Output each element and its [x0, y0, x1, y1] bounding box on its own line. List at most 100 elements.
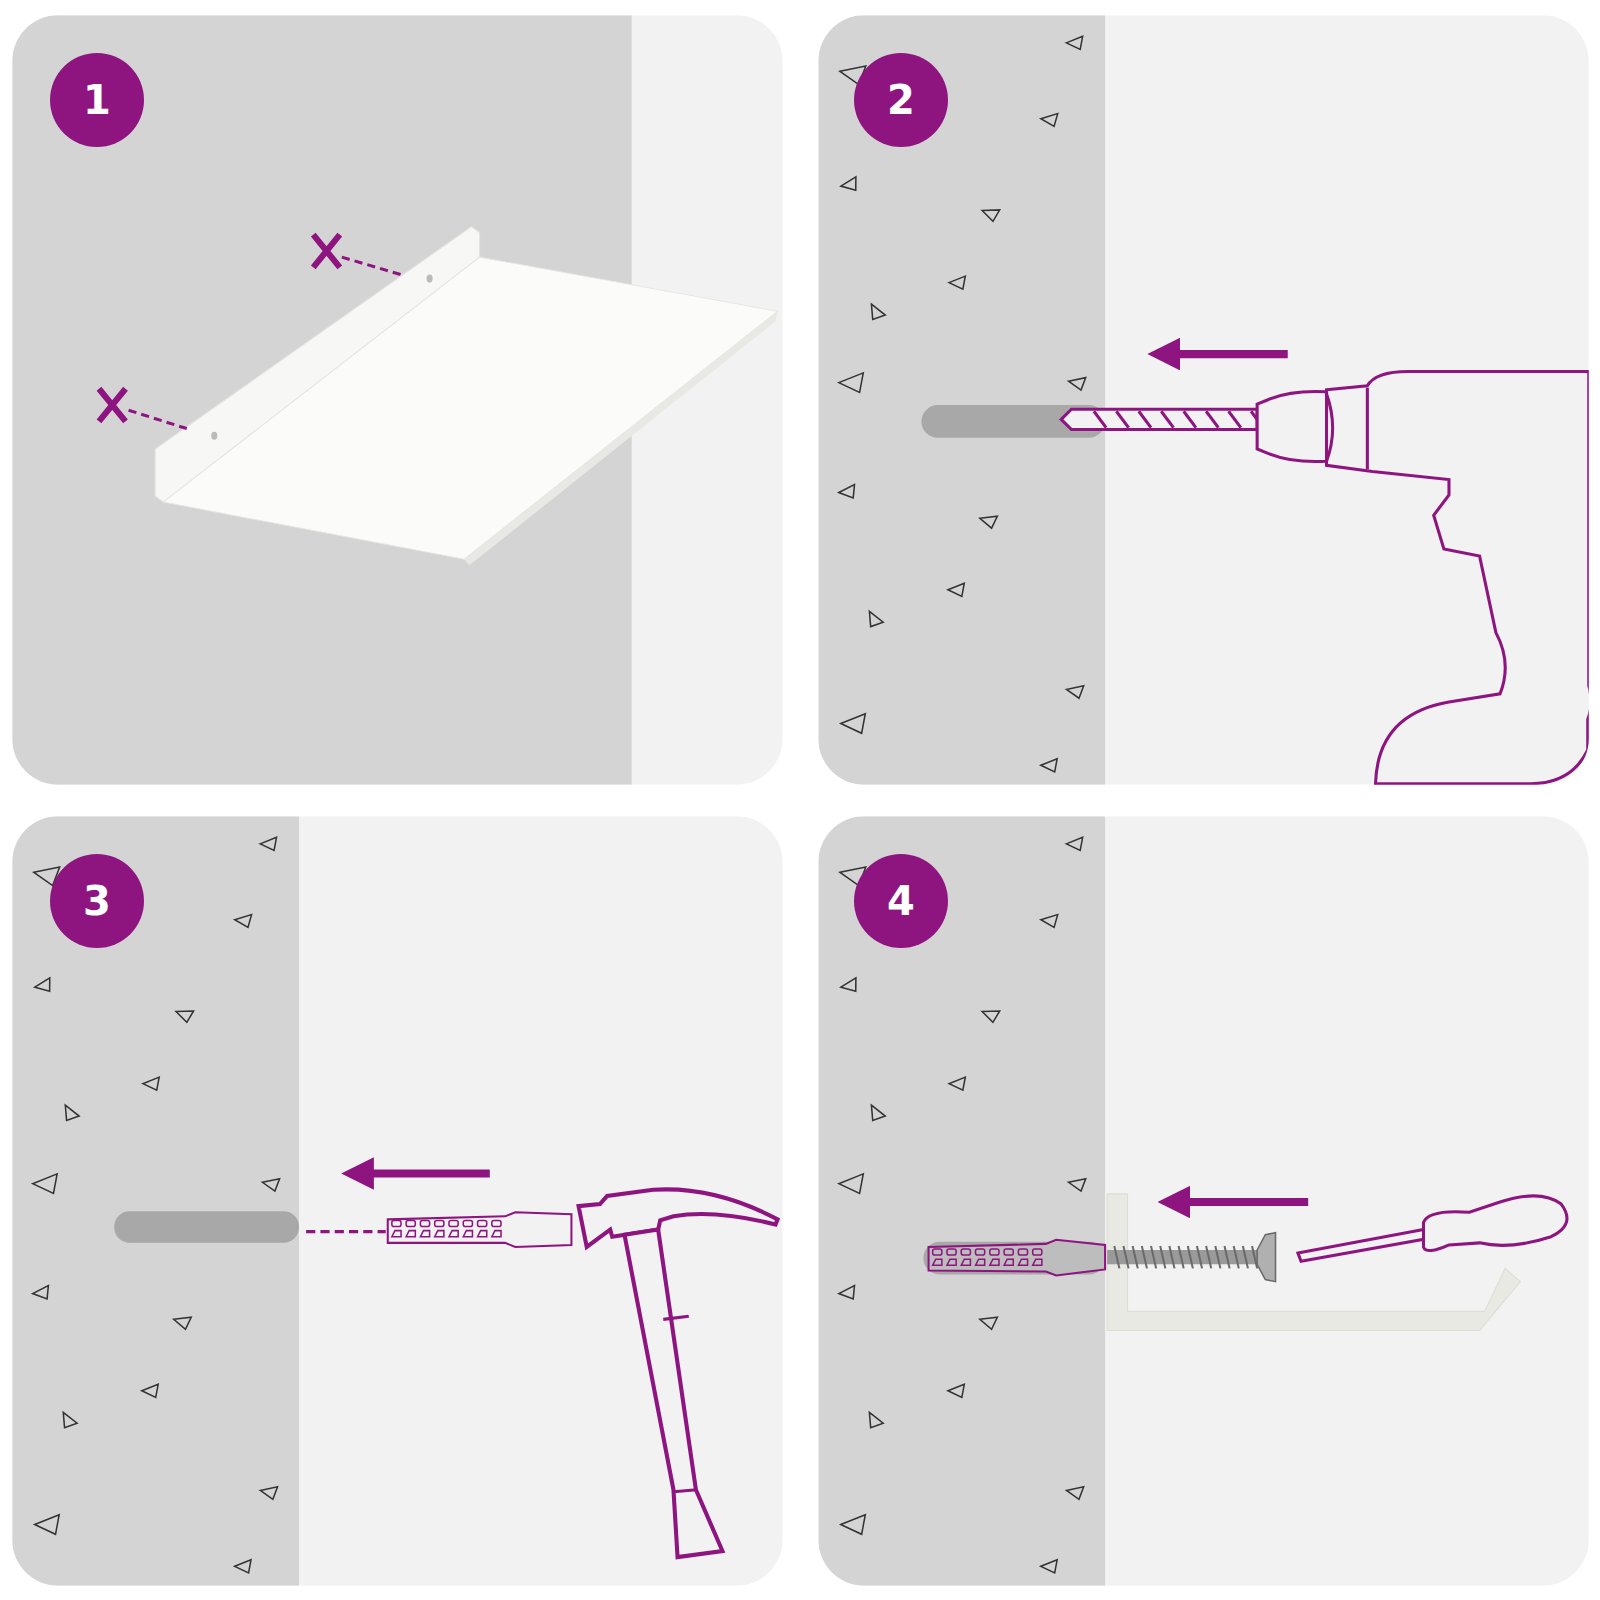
drill-bit-flute — [1184, 411, 1196, 427]
anchor-rib — [449, 1220, 458, 1226]
wall-texture — [841, 714, 865, 734]
screw-thread — [1224, 1246, 1229, 1268]
wall-texture — [840, 978, 858, 994]
wall-texture — [949, 276, 965, 289]
screw-thread — [1179, 1246, 1184, 1268]
wall-texture — [978, 1313, 997, 1330]
screw-thread — [1142, 1246, 1147, 1268]
screw-thread — [1114, 1246, 1119, 1268]
anchor-rib — [976, 1249, 985, 1255]
wall-texture — [978, 512, 997, 529]
panel-mark — [12, 15, 782, 784]
anchor-rib — [420, 1220, 429, 1226]
screw-thread — [1206, 1246, 1211, 1268]
drill-bit-flute — [1206, 411, 1218, 427]
anchor-rib — [933, 1259, 942, 1265]
anchor-rib — [947, 1259, 956, 1265]
anchor-rib — [478, 1231, 487, 1237]
panel-screw — [818, 816, 1588, 1585]
step-number: 3 — [50, 854, 144, 948]
wall-texture — [864, 1409, 883, 1430]
anchor-rib — [392, 1220, 401, 1226]
wall-texture — [60, 1102, 79, 1123]
step-number-text: 3 — [83, 881, 111, 921]
wall-texture — [980, 1005, 1000, 1023]
wall-texture — [261, 1176, 279, 1192]
wall-texture — [1067, 375, 1085, 391]
drill-bit-flute — [1229, 411, 1241, 427]
screw-thread — [1234, 1246, 1239, 1268]
wall-texture — [866, 301, 885, 322]
anchor-rib — [990, 1249, 999, 1255]
screw-thread — [1133, 1246, 1138, 1268]
wall-texture — [1065, 1484, 1083, 1500]
step-number-text: 4 — [887, 881, 915, 921]
step-number-text: 2 — [887, 80, 915, 120]
anchor-rib — [406, 1220, 415, 1226]
wall-texture — [35, 1515, 59, 1535]
screw-thread — [1160, 1246, 1165, 1268]
step-number: 4 — [854, 854, 948, 948]
wall-texture — [142, 1384, 158, 1397]
screw-thread — [1123, 1246, 1128, 1268]
anchor-rib — [933, 1249, 942, 1255]
anchor-rib — [1018, 1259, 1027, 1265]
wall-texture — [174, 1005, 194, 1023]
wall-texture — [1040, 112, 1057, 126]
wall-texture — [1041, 1560, 1057, 1573]
wall-texture — [841, 1515, 865, 1535]
wall-texture — [235, 1560, 251, 1573]
wall-texture — [838, 1286, 855, 1300]
wall-texture — [840, 177, 858, 193]
screw-thread — [1243, 1246, 1248, 1268]
anchor-rib — [492, 1220, 501, 1226]
anchor-rib — [435, 1220, 444, 1226]
anchor-rib — [463, 1231, 472, 1237]
anchor-rib — [478, 1220, 487, 1226]
screw-thread — [1169, 1246, 1174, 1268]
screw-thread — [1215, 1246, 1220, 1268]
anchor-rib — [420, 1231, 429, 1237]
wall-texture — [1065, 683, 1083, 699]
wall-texture — [864, 608, 883, 629]
wall-texture — [1066, 837, 1082, 850]
anchor-rib — [406, 1231, 415, 1237]
screw-thread — [1151, 1246, 1156, 1268]
drill-bit-flute — [1116, 411, 1128, 427]
anchor-rib — [392, 1231, 401, 1237]
wall-texture — [260, 837, 276, 850]
anchor-rib — [1033, 1259, 1042, 1265]
anchor-rib — [463, 1220, 472, 1226]
anchor-rib — [1004, 1259, 1013, 1265]
wall-texture — [259, 1484, 277, 1500]
wall-texture — [172, 1313, 191, 1330]
step-number: 1 — [50, 53, 144, 147]
step-number-text: 1 — [83, 80, 111, 120]
wall-texture — [1040, 913, 1057, 927]
drill-bit-flute — [1161, 411, 1173, 427]
drill-bit-flute — [1094, 411, 1106, 427]
screw-thread — [1188, 1246, 1193, 1268]
wall-texture — [949, 1077, 965, 1090]
anchor-rib — [1033, 1249, 1042, 1255]
anchor-rib — [961, 1259, 970, 1265]
panel-hammer — [12, 816, 782, 1585]
drill-bit-flute — [1139, 411, 1151, 427]
wall-texture — [1041, 759, 1057, 772]
wall-texture — [1066, 36, 1082, 49]
anchor-rib — [435, 1231, 444, 1237]
screw-thread — [1197, 1246, 1202, 1268]
wall-texture — [948, 1384, 964, 1397]
anchor-rib — [947, 1249, 956, 1255]
wall-texture — [58, 1409, 77, 1430]
wall-texture — [948, 583, 964, 596]
wall-texture — [839, 1174, 863, 1194]
wall-texture — [34, 978, 52, 994]
wall-texture — [839, 373, 863, 393]
panel-drill — [818, 15, 1588, 784]
anchor-rib — [961, 1249, 970, 1255]
wall-texture — [866, 1102, 885, 1123]
step-number: 2 — [854, 53, 948, 147]
wall-texture — [32, 1286, 49, 1300]
